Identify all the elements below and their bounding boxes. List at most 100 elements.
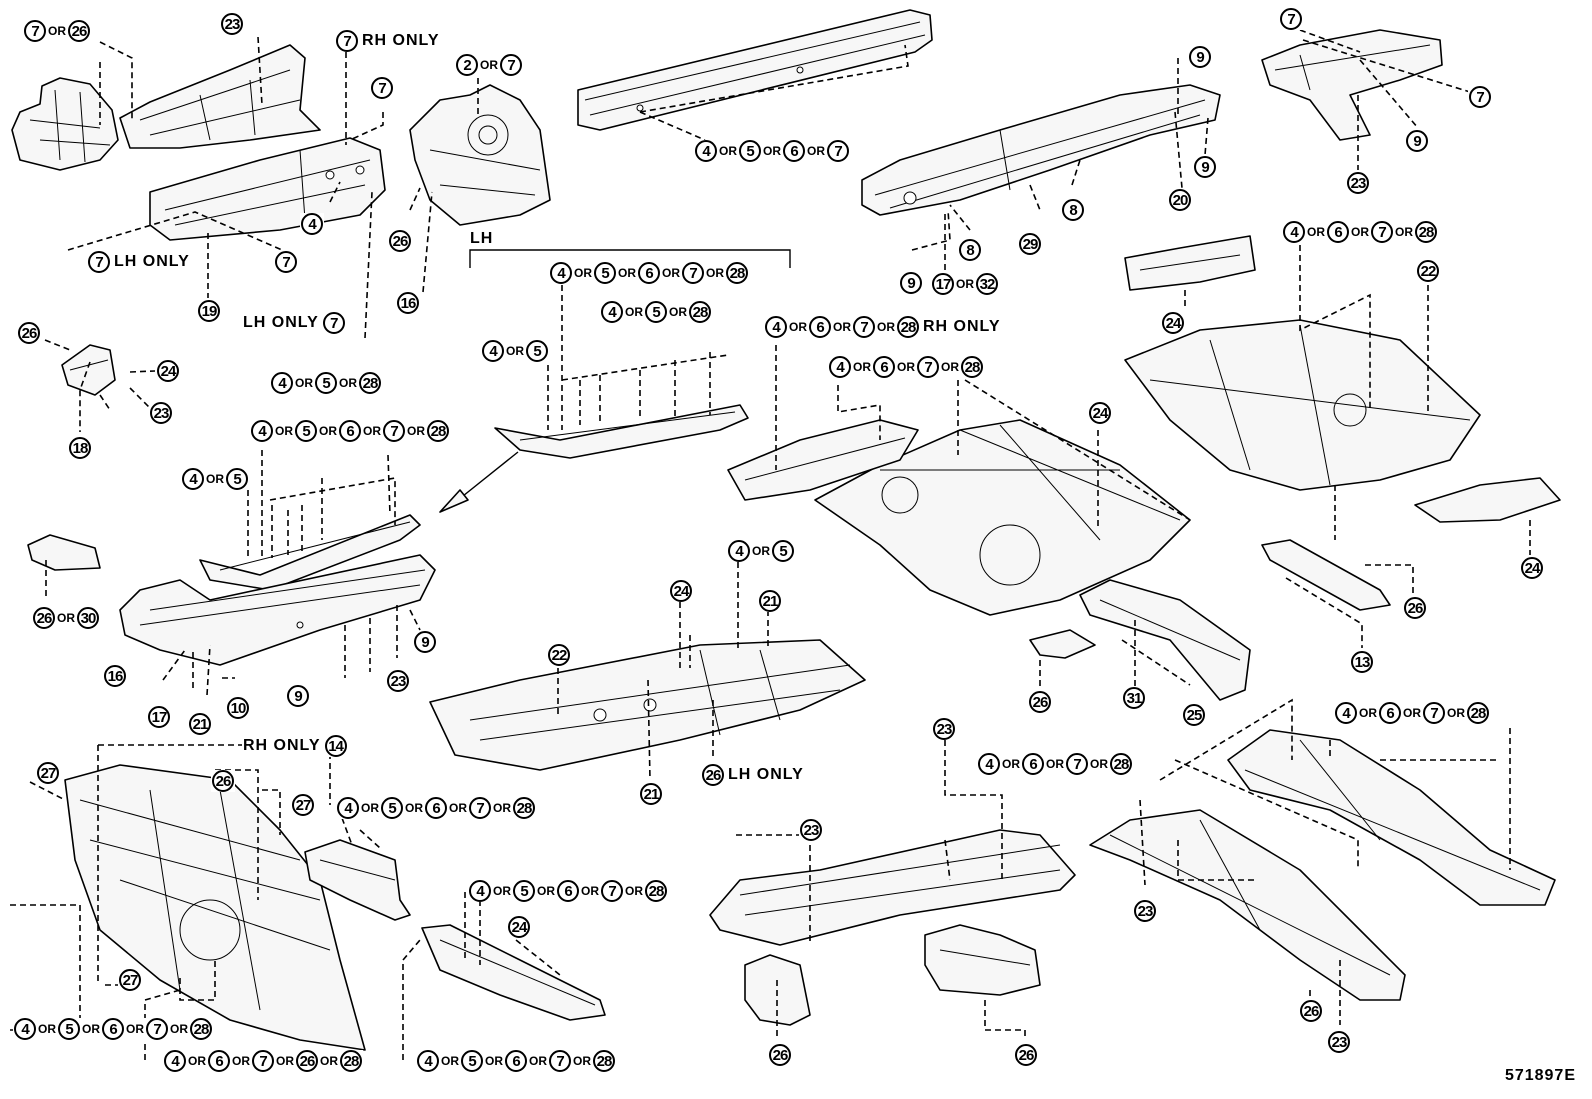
- part-number-circle: 26: [1029, 691, 1051, 713]
- rear-side-member-upper-part: [1227, 729, 1556, 906]
- part-number-circle: 31: [1123, 687, 1145, 709]
- callout-label: 31: [1122, 687, 1146, 709]
- part-number-circle: 27: [292, 794, 314, 816]
- callout-note: LH ONLY: [728, 766, 804, 783]
- callout-label: 24: [669, 580, 693, 602]
- cowl-panel-part: [421, 924, 606, 1021]
- or-separator: OR: [339, 376, 357, 390]
- part-number-circle: 6: [1022, 753, 1044, 775]
- part-number-circle: 21: [189, 713, 211, 735]
- part-number-circle: 4: [251, 420, 273, 442]
- part-number-circle: 7: [1280, 8, 1302, 30]
- callout-label: 21: [188, 713, 212, 735]
- part-number-circle: 6: [557, 880, 579, 902]
- part-number-circle: 4: [337, 797, 359, 819]
- part-number-circle: 5: [381, 797, 403, 819]
- part-number-circle: 21: [759, 590, 781, 612]
- callout-label: 26: [1014, 1044, 1038, 1066]
- part-number-circle: 8: [1062, 199, 1084, 221]
- part-number-circle: 7: [88, 251, 110, 273]
- callout-label: 9: [1405, 130, 1429, 152]
- or-separator: OR: [833, 320, 851, 334]
- or-separator: OR: [493, 801, 511, 815]
- part-number-circle: 27: [37, 762, 59, 784]
- or-separator: OR: [1447, 706, 1465, 720]
- or-separator: OR: [853, 360, 871, 374]
- part-number-circle: 6: [809, 316, 831, 338]
- part-number-circle: 26: [702, 764, 724, 786]
- or-separator: OR: [897, 360, 915, 374]
- callout-label: 24: [1520, 557, 1544, 579]
- part-number-circle: 28: [1110, 753, 1132, 775]
- rear-cross-member-lower-part: [1261, 539, 1391, 611]
- callout-label: 19: [197, 300, 221, 322]
- part-number-circle: 5: [513, 880, 535, 902]
- or-separator: OR: [480, 58, 498, 72]
- callout-label: 24: [507, 916, 531, 938]
- part-number-circle: 7: [1423, 702, 1445, 724]
- or-separator: OR: [493, 884, 511, 898]
- dash-panel-part: [64, 764, 366, 1051]
- part-number-circle: 28: [593, 1050, 615, 1072]
- front-suspension-tower-part: [409, 84, 551, 226]
- part-number-circle: 22: [1417, 260, 1439, 282]
- or-separator: OR: [188, 1054, 206, 1068]
- part-number-circle: 24: [1521, 557, 1543, 579]
- part-number-circle: 28: [427, 420, 449, 442]
- part-number-circle: 26: [33, 607, 55, 629]
- or-separator: OR: [573, 1054, 591, 1068]
- callout-label: 23: [1327, 1031, 1351, 1053]
- part-number-circle: 7: [853, 316, 875, 338]
- part-number-circle: 7: [371, 77, 393, 99]
- callout-label: 25: [1182, 704, 1206, 726]
- part-number-circle: 9: [1194, 156, 1216, 178]
- front-apron-part: [11, 44, 321, 171]
- part-number-circle: 28: [1467, 702, 1489, 724]
- part-number-circle: 6: [208, 1050, 230, 1072]
- callout-note: RH ONLY: [362, 32, 440, 49]
- callout-label: 27: [118, 969, 142, 991]
- part-number-circle: 26: [769, 1044, 791, 1066]
- part-number-circle: 26: [1300, 1000, 1322, 1022]
- callout-label: 7: [1468, 86, 1492, 108]
- member-bracket-right-part: [924, 924, 1041, 996]
- or-separator: OR: [877, 320, 895, 334]
- part-number-circle: 9: [1406, 130, 1428, 152]
- part-number-circle: 7: [1469, 86, 1491, 108]
- callout-label: 26: [17, 322, 41, 344]
- or-separator: OR: [807, 144, 825, 158]
- part-number-circle: 5: [772, 540, 794, 562]
- part-number-circle: 26: [296, 1050, 318, 1072]
- part-number-circle: 28: [1415, 221, 1437, 243]
- part-number-circle: 28: [726, 262, 748, 284]
- part-number-circle: 26: [18, 322, 40, 344]
- arrow-symbol: [439, 451, 519, 513]
- or-separator: OR: [1046, 757, 1064, 771]
- part-number-circle: 5: [645, 301, 667, 323]
- part-number-circle: 7: [1371, 221, 1393, 243]
- corner-bracket-part: [27, 534, 101, 571]
- part-number-circle: 8: [959, 239, 981, 261]
- part-number-circle: 28: [897, 316, 919, 338]
- callout-prefix: RH ONLY: [243, 737, 321, 754]
- or-separator: OR: [38, 1022, 56, 1036]
- part-number-circle: 5: [226, 468, 248, 490]
- or-separator: OR: [405, 801, 423, 815]
- or-separator: OR: [1090, 757, 1108, 771]
- or-separator: OR: [485, 1054, 503, 1068]
- or-separator: OR: [275, 424, 293, 438]
- or-separator: OR: [669, 305, 687, 319]
- part-number-circle: 5: [315, 372, 337, 394]
- or-separator: OR: [1002, 757, 1020, 771]
- callout-label: 9: [899, 272, 923, 294]
- callout-label: 26: [1028, 691, 1052, 713]
